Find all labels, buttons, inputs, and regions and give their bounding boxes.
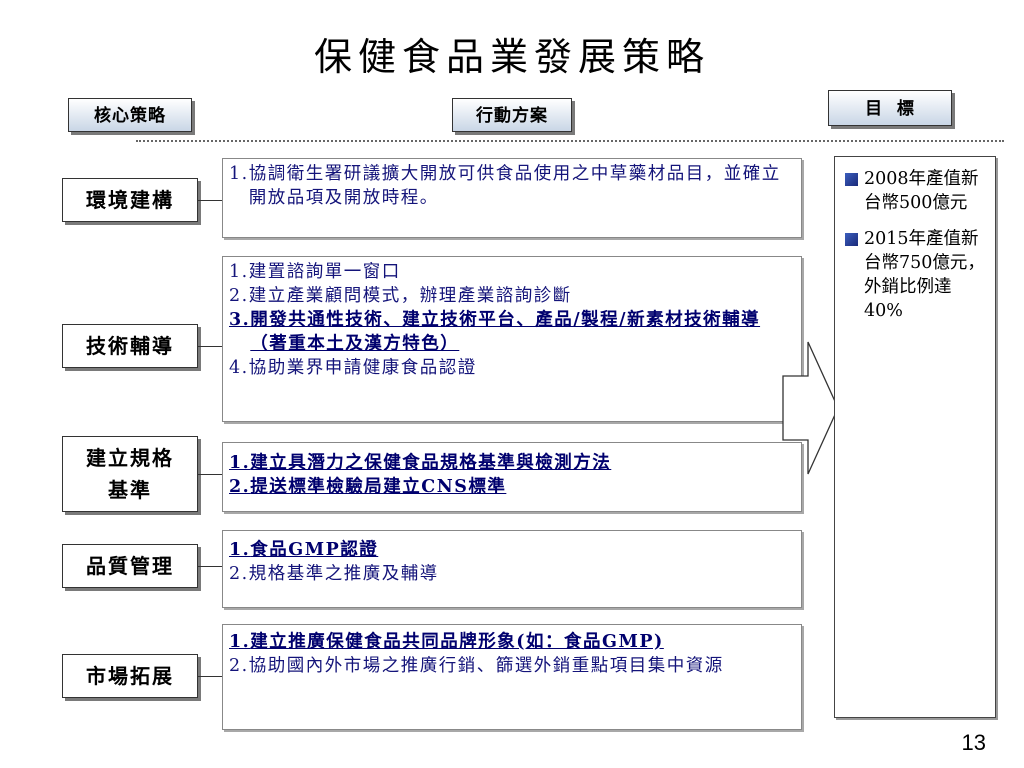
action-item: 2.提送標準檢驗局建立CNS標準 (229, 475, 795, 499)
action-item-number: 3. (229, 310, 251, 330)
action-item-text: 建立產業顧問模式，辦理產業諮詢診斷 (248, 286, 572, 306)
action-item-text: 建置諮詢單一窗口 (248, 262, 401, 282)
page-number: 13 (961, 730, 986, 755)
action-item-emphasis: 建立推廣保健食品共同品牌形象(如：食品GMP) (250, 632, 664, 652)
action-item-text: 協助業界申請健康食品認證 (248, 358, 477, 378)
connector-line (198, 566, 222, 567)
header-action-plan: 行動方案 (452, 98, 572, 132)
goal-text: 2015年產值新台幣750億元，外銷比例達40% (864, 229, 985, 321)
action-item-text: 協調衛生署研議擴大開放可供食品使用之中草藥材品目，並確立開放品項及開放時程。 (248, 164, 781, 208)
square-bullet-icon (845, 173, 858, 186)
square-bullet-icon (845, 233, 858, 246)
category-technical-guidance: 技術輔導 (62, 324, 198, 368)
action-item-number: 1. (229, 540, 251, 560)
action-card-environment: 1.協調衛生署研議擴大開放可供食品使用之中草藥材品目，並確立開放品項及開放時程。 (222, 158, 802, 238)
action-item-emphasis: 提送標準檢驗局建立CNS標準 (250, 477, 507, 497)
action-item-emphasis: 食品GMP認證 (250, 540, 379, 560)
action-item-number: 4. (229, 358, 249, 378)
action-item-number: 2. (229, 564, 249, 584)
action-item-number: 2. (229, 477, 251, 497)
action-item: 2.建立產業顧問模式，辦理產業諮詢診斷 (229, 284, 795, 308)
action-item-number: 1. (229, 262, 249, 282)
action-item-text: 開發共通性技術、建立技術平台、產品/製程/新素材技術輔導（著重本土及漢方特色） (250, 308, 795, 356)
header-core-strategy: 核心策略 (68, 98, 192, 132)
action-item-number: 1. (229, 453, 251, 473)
action-item: 2.規格基準之推廣及輔導 (229, 562, 795, 586)
action-item: 4.協助業界申請健康食品認證 (229, 356, 795, 380)
goal-item: 2015年產值新台幣750億元，外銷比例達40% (845, 227, 987, 323)
goals-box: 2008年產值新台幣500億元 2015年產值新台幣750億元，外銷比例達40% (834, 156, 996, 718)
action-item: 1.建置諮詢單一窗口 (229, 260, 795, 284)
action-item: 2.協助國內外市場之推廣行銷、篩選外銷重點項目集中資源 (229, 654, 795, 678)
category-quality-management: 品質管理 (62, 544, 198, 588)
action-item-number: 2. (229, 656, 249, 676)
category-specification-standards: 建立規格 基準 (62, 436, 198, 512)
goal-item: 2008年產值新台幣500億元 (845, 167, 987, 215)
right-arrow-icon (782, 341, 839, 475)
category-market-expansion: 市場拓展 (62, 654, 198, 698)
action-item: 1.建立推廣保健食品共同品牌形象(如：食品GMP) (229, 630, 795, 654)
action-card-market-expansion: 1.建立推廣保健食品共同品牌形象(如：食品GMP)2.協助國內外市場之推廣行銷、… (222, 624, 802, 730)
action-item-number: 1. (229, 164, 249, 184)
action-item: 1.食品GMP認證 (229, 538, 795, 562)
action-item-text: 建立推廣保健食品共同品牌形象(如：食品GMP) (250, 630, 795, 654)
connector-line (198, 200, 222, 201)
action-item: 1.建立具潛力之保健食品規格基準與檢測方法 (229, 451, 795, 475)
header-target: 目 標 (828, 90, 952, 126)
connector-line (198, 676, 222, 677)
action-item-text: 食品GMP認證 (250, 538, 795, 562)
dotted-divider (136, 140, 1004, 142)
page-title: 保健食品業發展策略 (313, 35, 710, 79)
action-item-text: 提送標準檢驗局建立CNS標準 (250, 475, 795, 499)
connector-line (198, 474, 222, 475)
action-item: 1.協調衛生署研議擴大開放可供食品使用之中草藥材品目，並確立開放品項及開放時程。 (229, 162, 795, 210)
action-item-number: 2. (229, 286, 249, 306)
goal-text: 2008年產值新台幣500億元 (864, 169, 979, 213)
action-item: 3.開發共通性技術、建立技術平台、產品/製程/新素材技術輔導（著重本土及漢方特色… (229, 308, 795, 356)
action-item-text: 建立具潛力之保健食品規格基準與檢測方法 (250, 451, 795, 475)
action-item-emphasis: 開發共通性技術、建立技術平台、產品/製程/新素材技術輔導（著重本土及漢方特色） (250, 310, 761, 354)
category-environment: 環境建構 (62, 178, 198, 222)
connector-line (198, 346, 222, 347)
action-item-text: 規格基準之推廣及輔導 (248, 564, 439, 584)
action-item-number: 1. (229, 632, 251, 652)
action-item-emphasis: 建立具潛力之保健食品規格基準與檢測方法 (250, 453, 612, 473)
action-item-text: 協助國內外市場之推廣行銷、篩選外銷重點項目集中資源 (248, 656, 724, 676)
